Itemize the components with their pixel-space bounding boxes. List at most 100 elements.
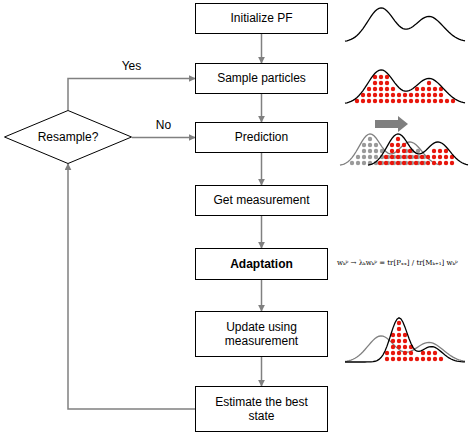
particle-dot [438,155,442,159]
particle-dot [367,93,371,97]
particle-dot [397,333,401,337]
particle-dot [420,155,424,159]
particle-dot [362,143,366,147]
particle-dot [385,87,389,91]
particle-dot [415,99,419,103]
particle-dot [414,161,418,165]
process-box: Get measurement [195,185,328,216]
particle-dot [384,155,388,159]
particle-dot [379,99,383,103]
particle-dot [367,99,371,103]
particle-dot [373,93,377,97]
particle-dot [408,155,412,159]
particle-dot [385,99,389,103]
particle-dot [379,93,383,97]
distribution-curve [345,70,465,103]
node-text: Initialize PF [230,11,292,25]
node-text: Resample? [38,130,99,144]
particle-dot [385,81,389,85]
particle-dot [439,357,443,361]
particle-dot [409,99,413,103]
edge-label: No [154,119,173,132]
node-text: Get measurement [213,193,309,207]
node-text: Prediction [235,130,288,144]
particle-dot [384,161,388,165]
particle-dot [403,93,407,97]
particle-dot [444,155,448,159]
particle-dot [403,339,407,343]
particle-dot [391,93,395,97]
particle-dot [374,155,378,159]
particle-dot [433,93,437,97]
distribution-curve [340,134,440,165]
formula-note: wₖᵖ → λₖwₖᵖ = tr[Pₓₓ] / tr[Mₖ₊₁] wₖᵖ [337,259,458,267]
particle-dot [427,93,431,97]
process-box: Prediction [195,122,328,153]
particle-dot [379,81,383,85]
particle-dot [420,161,424,165]
node-text: Sample particles [217,71,306,85]
particle-dot [373,81,377,85]
particle-dot [432,149,436,153]
flow-arrow [68,79,195,111]
particle-dot [397,345,401,349]
particle-dot [421,87,425,91]
distribution-curve [345,336,465,361]
particle-dot [396,155,400,159]
particle-dot [421,351,425,355]
particle-dot [390,149,394,153]
particle-dot [391,339,395,343]
shift-arrow [375,116,408,132]
particle-dot [427,357,431,361]
particle-dot [390,161,394,165]
decision-diamond: Resample? [4,110,132,164]
particle-dot [450,161,454,165]
particle-dot [391,99,395,103]
particle-dot [368,137,372,141]
particle-dot [433,99,437,103]
particle-dot [373,99,377,103]
particle-dot [409,93,413,97]
particle-dot [356,161,360,165]
particle-dot [402,155,406,159]
process-box: Sample particles [195,63,328,94]
particle-dot [350,161,354,165]
node-text: Adaptation [230,257,293,271]
particle-dot [356,155,360,159]
particle-dot [408,161,412,165]
particle-dot [433,357,437,361]
particle-dot [427,87,431,91]
particle-dot [385,93,389,97]
particle-dot [445,99,449,103]
particle-dot [433,351,437,355]
particle-dot [403,345,407,349]
particle-dot [409,357,413,361]
particle-dot [391,87,395,91]
particle-dot [402,161,406,165]
process-box: Estimate the best state [195,386,328,432]
flow-arrow [261,153,263,185]
node-text: Estimate the best state [204,395,319,424]
particle-dot [444,161,448,165]
particle-dot [426,155,430,159]
flow-arrow [261,357,263,386]
process-box: Update using measurement [195,311,328,357]
flow-arrow [261,94,263,122]
particle-dot [379,87,383,91]
particle-dot [362,149,366,153]
particle-dot [379,75,383,79]
flow-arrow [261,34,263,63]
particle-dot [414,155,418,159]
particle-dot [402,143,406,147]
particle-dot [391,345,395,349]
particle-dot [403,357,407,361]
particle-dot [397,99,401,103]
particle-dot [439,93,443,97]
particle-dot [415,93,419,97]
particle-dot [397,351,401,355]
particle-dot [396,137,400,141]
particle-dot [362,161,366,165]
particle-dot [427,351,431,355]
distribution-curve [345,318,465,362]
node-text: Update using measurement [204,320,319,349]
